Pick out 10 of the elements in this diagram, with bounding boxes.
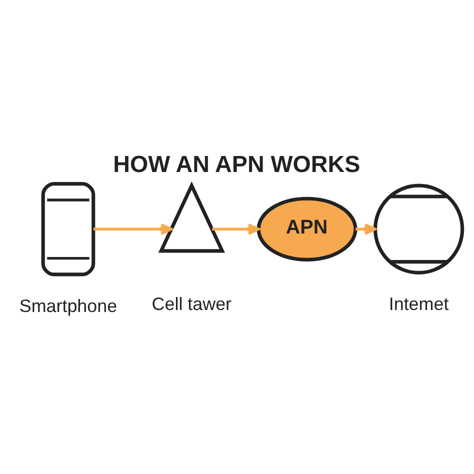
node-ellipse: APN — [256, 196, 358, 262]
arrow — [93, 223, 173, 235]
arrow — [212, 223, 260, 235]
node-picture — [41, 182, 96, 276]
node-picture — [373, 184, 464, 274]
diagram-title: HOW AN APN WORKS — [113, 150, 360, 177]
node-label: Intemet — [388, 294, 449, 314]
node-label: Smartphone — [19, 296, 118, 316]
node-label: Cell tawer — [152, 294, 232, 314]
arrow — [356, 223, 376, 235]
